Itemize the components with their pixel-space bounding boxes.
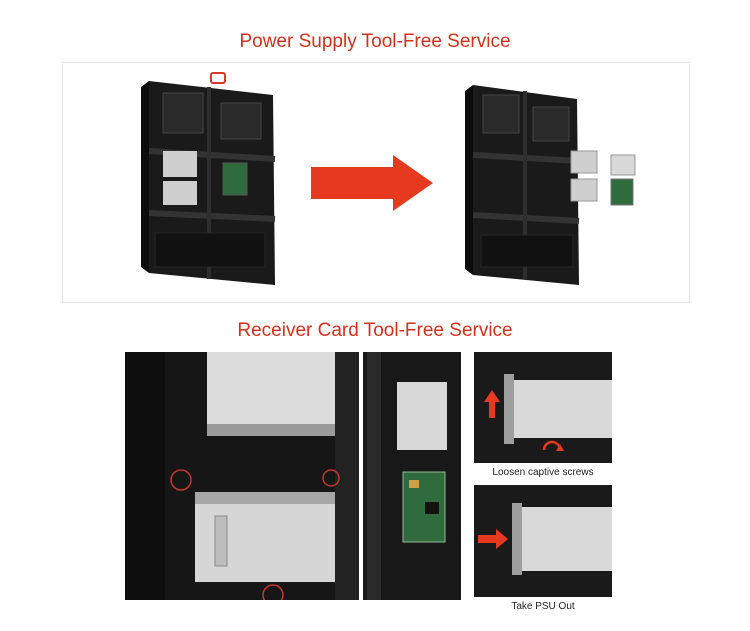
caption-loosen-screws: Loosen captive screws — [492, 467, 594, 478]
screw-highlight-right — [322, 469, 340, 487]
arrow-up-icon — [484, 390, 500, 418]
psu-module — [397, 382, 447, 450]
take-psu-out-panel — [474, 485, 612, 597]
screw-highlight-left — [170, 469, 192, 491]
rotate-icon — [542, 440, 564, 451]
power-supply-illustration-frame — [62, 62, 690, 303]
arrow-right-icon — [478, 529, 508, 549]
receiver-card-title: Receiver Card Tool-Free Service — [237, 320, 513, 341]
arrow-right-icon — [311, 155, 433, 211]
led-cabinet-right — [465, 85, 580, 285]
psu-closeup-panel — [125, 352, 359, 600]
caption-take-psu-out: Take PSU Out — [511, 601, 575, 612]
receiver-card-panel — [363, 352, 461, 600]
psu-module-top — [207, 352, 335, 424]
screw-highlight-bottom — [262, 584, 284, 600]
power-supply-title: Power Supply Tool-Free Service — [239, 31, 511, 52]
power-supply-illustration — [141, 72, 636, 285]
loosen-screws-panel — [474, 352, 612, 463]
removed-psu-modules — [570, 150, 636, 206]
led-cabinet-left — [141, 72, 276, 285]
